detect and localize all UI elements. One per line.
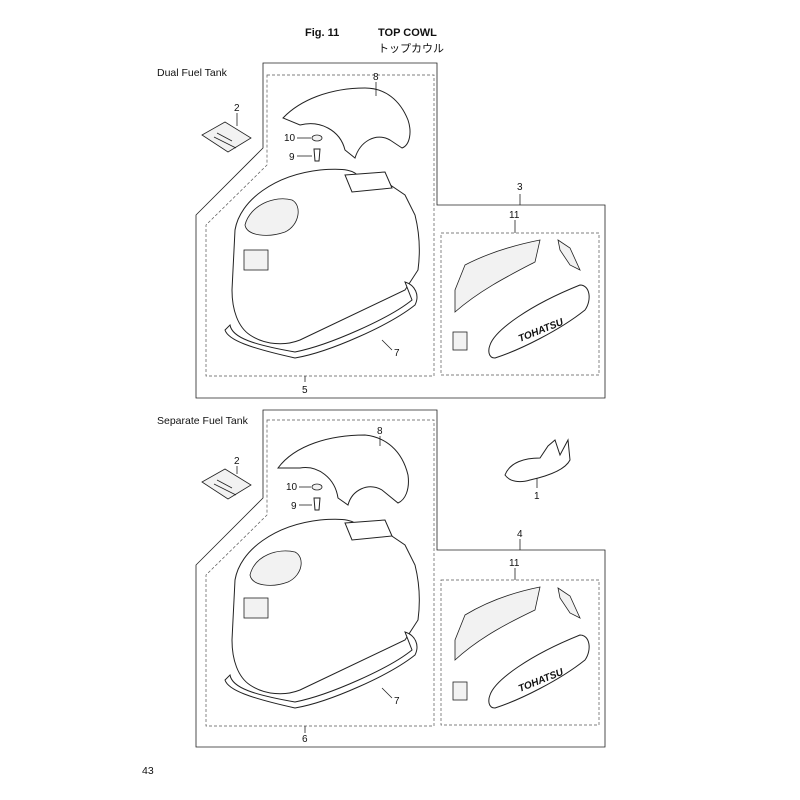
callout-9: 9 xyxy=(291,501,297,512)
callout-11: 11 xyxy=(509,558,520,569)
small-emblem-decal xyxy=(452,681,468,701)
washer xyxy=(311,134,323,142)
screw xyxy=(313,497,321,511)
label-plate-detail xyxy=(213,136,237,149)
callout-10: 10 xyxy=(286,482,298,493)
figure-number: Fig. 11 xyxy=(305,27,340,39)
label-plate-detail xyxy=(213,483,237,496)
page-title-japanese: トップカウル xyxy=(378,43,444,55)
callout-2: 2 xyxy=(234,456,240,467)
standalone-decal xyxy=(504,438,571,483)
cowl-opening xyxy=(244,198,299,236)
callout-10: 10 xyxy=(284,133,296,144)
assembly-group-outline xyxy=(205,419,435,727)
callout-7: 7 xyxy=(394,696,400,707)
callout-4: 4 xyxy=(517,529,523,540)
diagram-separate-fuel-tank: TOHATSU 8 2 10 9 1 4 11 7 6 xyxy=(195,409,606,748)
leader-line xyxy=(381,687,393,699)
callout-9: 9 xyxy=(289,152,295,163)
label-plate xyxy=(201,121,252,153)
tohatsu-decal xyxy=(488,284,590,359)
label-plate xyxy=(201,468,252,500)
callout-8: 8 xyxy=(377,426,383,437)
label-plate-detail xyxy=(216,479,233,489)
page-number: 43 xyxy=(142,765,154,777)
section-label-separate-fuel-tank: Separate Fuel Tank xyxy=(157,415,248,427)
rubber-seal xyxy=(224,631,418,709)
cowl-top-cover xyxy=(277,434,409,506)
small-emblem-decal xyxy=(452,331,468,351)
screw xyxy=(313,148,321,162)
tohatsu-decal xyxy=(488,634,590,709)
callout-7: 7 xyxy=(394,348,400,359)
callout-2: 2 xyxy=(234,103,240,114)
assembly-boundary xyxy=(195,409,606,748)
corner-decal xyxy=(557,239,581,271)
decal-set-outline xyxy=(440,579,600,726)
page-title: TOP COWL xyxy=(378,27,437,39)
side-decal-left xyxy=(454,239,541,313)
label-plate-detail xyxy=(216,132,233,142)
assembly-boundary xyxy=(195,62,606,399)
corner-decal xyxy=(557,587,581,619)
leader-line xyxy=(381,339,393,351)
cowl-top-surface xyxy=(249,550,302,586)
cowl-top-cover xyxy=(282,87,411,159)
callout-5: 5 xyxy=(302,385,308,396)
callout-8: 8 xyxy=(373,72,379,83)
section-label-dual-fuel-tank: Dual Fuel Tank xyxy=(157,67,227,79)
diagram-dual-fuel-tank: TOHATSU 8 2 10 9 3 11 7 5 xyxy=(195,62,606,399)
callout-1: 1 xyxy=(534,491,540,502)
rubber-seal xyxy=(224,281,418,359)
cowl-side-vent xyxy=(243,597,269,619)
cowl-handle xyxy=(344,171,393,193)
cowl-handle xyxy=(344,519,393,541)
callout-11: 11 xyxy=(509,210,520,221)
cowl-side-vent xyxy=(243,249,269,271)
side-decal-left xyxy=(454,586,541,661)
assembly-group-outline xyxy=(205,74,435,377)
callout-6: 6 xyxy=(302,734,308,745)
callout-3: 3 xyxy=(517,182,523,193)
washer xyxy=(311,483,323,491)
